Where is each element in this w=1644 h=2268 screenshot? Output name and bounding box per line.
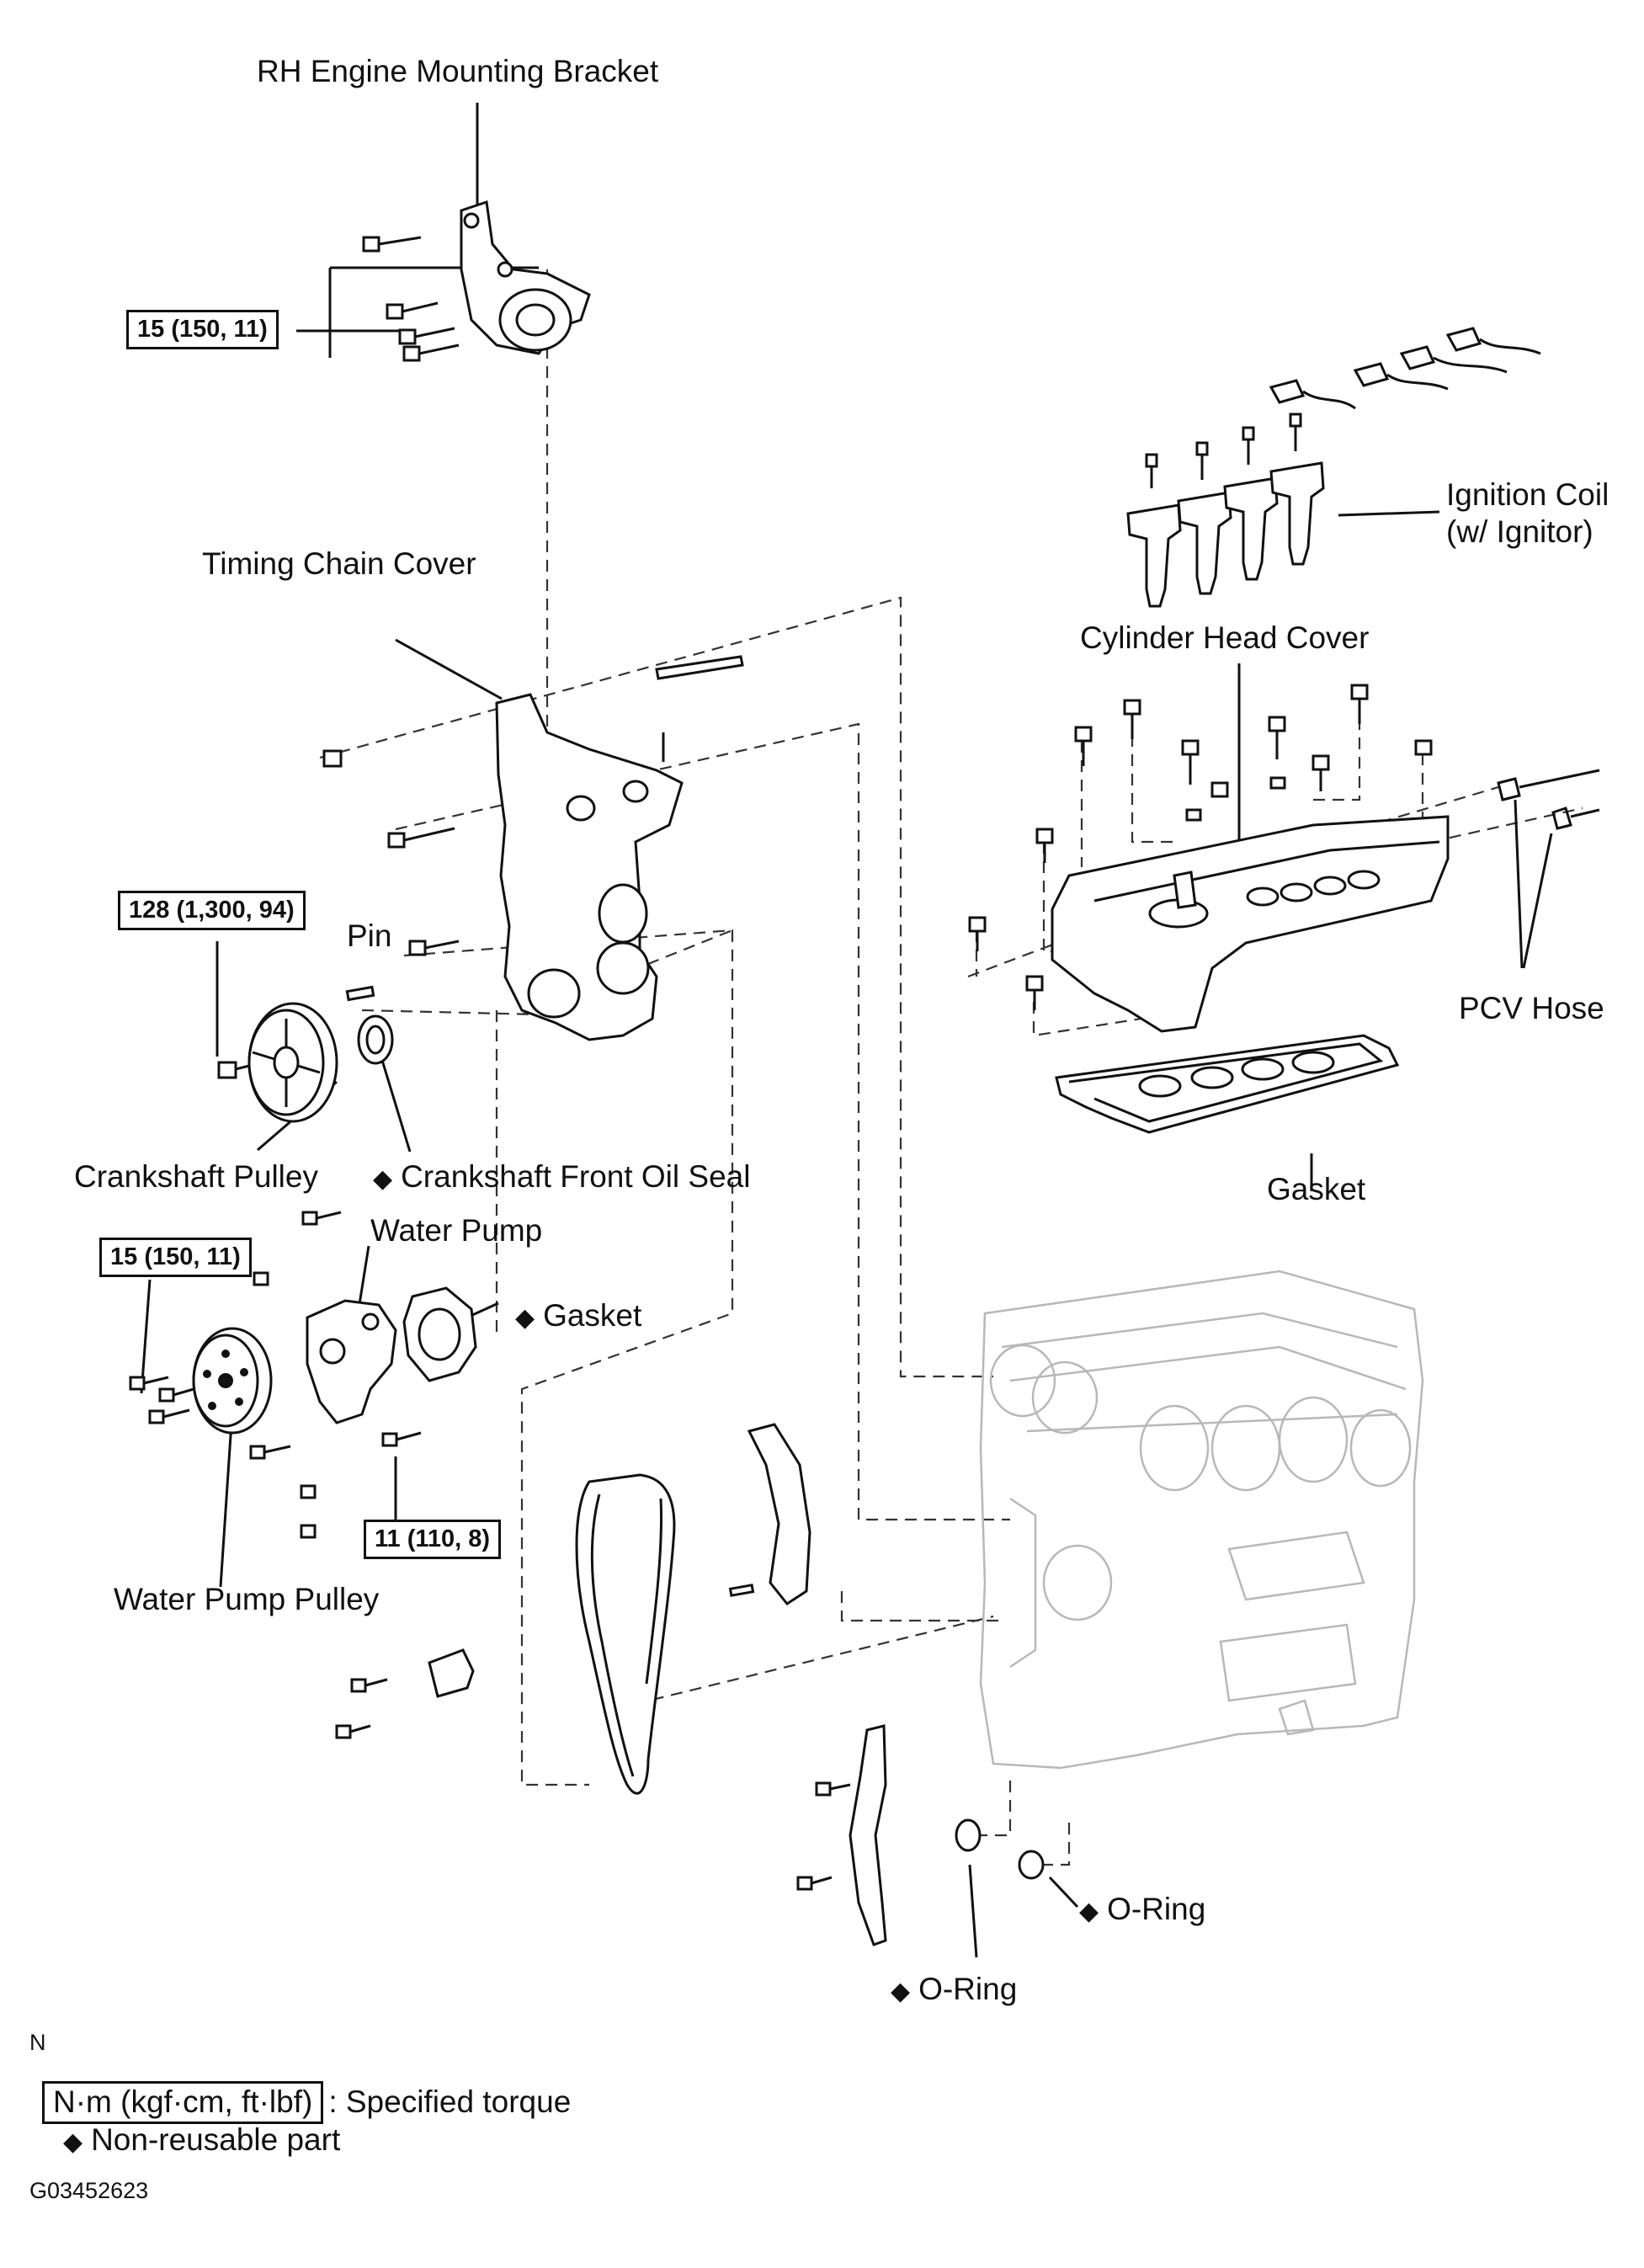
chain-guide-part <box>728 1423 811 1606</box>
crankshaft-pulley-part <box>247 1002 338 1123</box>
torque-box-wp-bolt: 11 (110, 8) <box>364 1520 502 1560</box>
pin-label: Pin <box>347 918 392 953</box>
crankshaft-front-oil-seal-label: ◆ Crankshaft Front Oil Seal <box>373 1159 751 1195</box>
o-ring-parts <box>955 1818 1045 1880</box>
water-pump-label: Water Pump <box>370 1213 543 1248</box>
o-ring-right-label: ◆ O-Ring <box>1079 1892 1206 1927</box>
ignition-coils-part <box>1126 327 1541 608</box>
timing-chain-cover-part <box>495 693 684 1041</box>
rh-mount-bracket-part <box>460 200 591 355</box>
head-cover-gasket-label: Gasket <box>1267 1172 1366 1206</box>
non-reusable-symbol: ◆ <box>373 1165 393 1193</box>
chain-tensioner-part <box>428 1648 475 1698</box>
legend-nonreusable-desc: Non-reusable part <box>91 2122 341 2157</box>
crankshaft-pulley-label: Crankshaft Pulley <box>74 1159 318 1194</box>
non-reusable-symbol: ◆ <box>63 2128 83 2156</box>
cylinder-head-cover-label: Cylinder Head Cover <box>1080 620 1370 655</box>
water-pump-pulley-part <box>192 1327 273 1435</box>
o-ring-bottom-text: O-Ring <box>918 1972 1018 2006</box>
legend-torque-unit: N·m (kgf·cm, ft·lbf) <box>42 2081 324 2124</box>
non-reusable-symbol: ◆ <box>1079 1898 1099 1925</box>
cylinder-head-cover-part <box>1051 769 1600 1033</box>
water-pump-gasket-label: ◆ Gasket <box>515 1298 642 1334</box>
legend-torque: N·m (kgf·cm, ft·lbf): Specified torque <box>42 2081 571 2124</box>
wp-gasket-text: Gasket <box>543 1298 642 1333</box>
non-reusable-symbol: ◆ <box>515 1304 535 1332</box>
pin-part <box>345 985 375 1002</box>
ignition-coil-label: Ignition Coil <box>1446 477 1609 512</box>
engine-block-ghost <box>979 1270 1424 1770</box>
rh-mount-bracket-label: RH Engine Mounting Bracket <box>257 54 659 88</box>
corner-mark: N <box>29 2030 46 2055</box>
tensioner-arm-part <box>849 1724 887 1946</box>
timing-chain-cover-label: Timing Chain Cover <box>202 546 476 581</box>
stud-part <box>655 655 744 680</box>
o-ring-bottom-label: ◆ O-Ring <box>891 1972 1018 2007</box>
crank-seal-text: Crankshaft Front Oil Seal <box>401 1159 751 1194</box>
torque-box-crank: 128 (1,300, 94) <box>118 891 306 931</box>
o-ring-right-text: O-Ring <box>1107 1892 1206 1926</box>
torque-box-wp-pulley: 15 (150, 11) <box>99 1238 252 1278</box>
water-pump-pulley-label: Water Pump Pulley <box>114 1582 380 1616</box>
figure-id: G03452623 <box>29 2178 149 2203</box>
water-pump-gasket-part <box>402 1286 477 1382</box>
pcv-hose-label: PCV Hose <box>1459 991 1604 1025</box>
head-cover-gasket-part <box>1055 1034 1400 1134</box>
torque-box-bracket: 15 (150, 11) <box>126 310 279 350</box>
crank-oil-seal-part <box>357 1014 394 1065</box>
timing-chain-part <box>575 1473 676 1795</box>
legend-torque-desc: : Specified torque <box>328 2084 572 2119</box>
bolts <box>129 236 1433 1891</box>
water-pump-part <box>306 1299 397 1424</box>
ignition-coil-sub-label: (w/ Ignitor) <box>1446 514 1593 549</box>
legend-nonreusable: ◆ Non-reusable part <box>63 2122 341 2158</box>
non-reusable-symbol: ◆ <box>891 1978 911 2005</box>
